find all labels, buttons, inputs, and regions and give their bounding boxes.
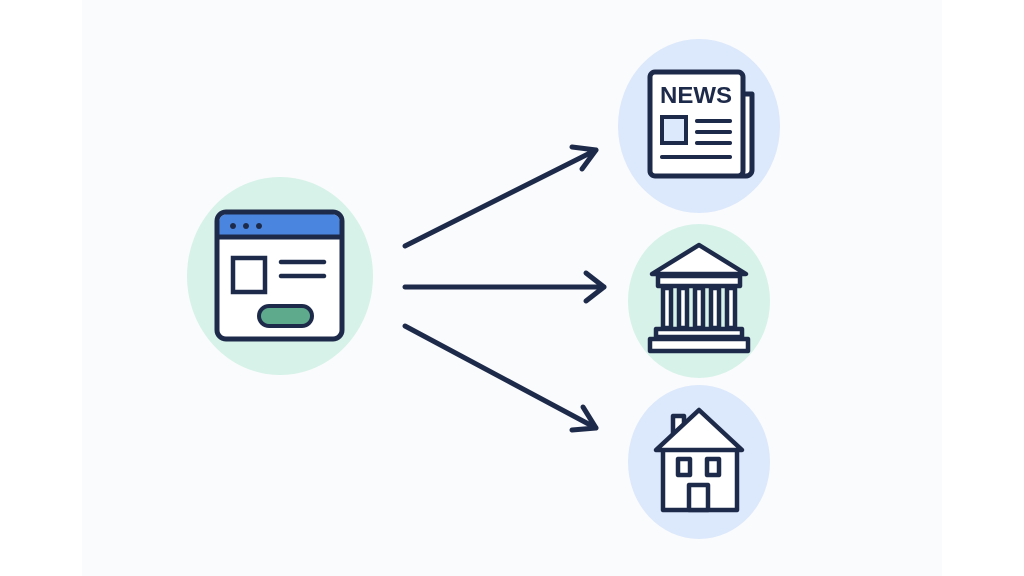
newspaper-icon: NEWS <box>647 69 755 179</box>
target-node-government <box>628 224 770 378</box>
arrow-to-government <box>402 270 607 304</box>
target-node-house <box>628 385 770 539</box>
house-icon <box>653 407 745 513</box>
arrow-to-house <box>402 323 599 433</box>
government-building-icon <box>647 242 751 354</box>
webpage-icon <box>214 209 345 342</box>
target-node-news: NEWS <box>618 39 780 213</box>
arrows <box>402 144 607 433</box>
arrow-to-news <box>402 144 599 249</box>
news-label: NEWS <box>660 82 732 108</box>
source-node <box>187 177 373 375</box>
